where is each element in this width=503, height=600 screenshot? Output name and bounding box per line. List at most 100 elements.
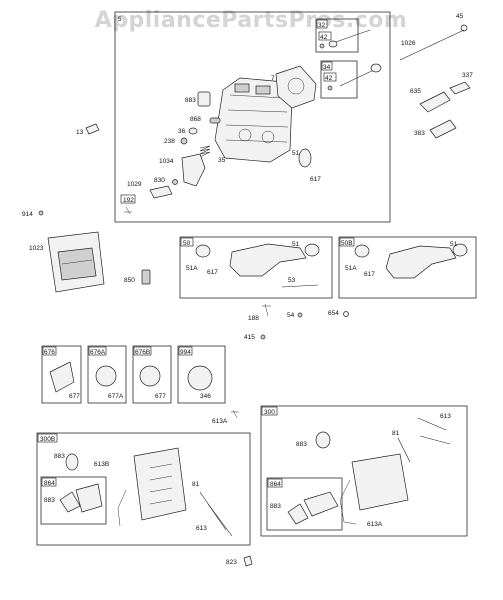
muffler-guard-676-icon <box>49 361 75 393</box>
label-34[interactable]: 34 <box>323 64 331 71</box>
label-53[interactable]: 53 <box>288 277 296 284</box>
label-676[interactable]: 676 <box>44 349 55 356</box>
intake-gasket-icon <box>298 148 312 168</box>
label-32[interactable]: 32 <box>318 22 326 29</box>
muffler-300-icon <box>351 453 409 511</box>
label-868[interactable]: 868 <box>190 116 201 123</box>
exhaust-flange-left-icon <box>75 483 103 513</box>
label-850[interactable]: 850 <box>124 277 135 284</box>
screw-613A-icon <box>231 409 239 419</box>
box-864-left <box>40 476 107 525</box>
sealant-tube-icon <box>141 269 151 285</box>
label-994[interactable]: 994 <box>180 349 191 356</box>
label-883-box300B[interactable]: 883 <box>54 453 65 460</box>
label-51-right[interactable]: 51 <box>450 241 458 248</box>
label-36[interactable]: 36 <box>178 128 186 135</box>
muffler-300B-icon <box>133 447 187 521</box>
label-192[interactable]: 192 <box>123 197 134 204</box>
label-677-a[interactable]: 677 <box>69 393 80 400</box>
cylinder-head-box <box>114 11 391 223</box>
stud-icon <box>281 284 319 288</box>
label-617-mid[interactable]: 617 <box>207 269 218 276</box>
label-383[interactable]: 383 <box>414 130 425 137</box>
label-81-right[interactable]: 81 <box>392 430 400 437</box>
gasket-864-right-icon <box>287 503 309 525</box>
label-864-right[interactable]: 864 <box>270 481 281 488</box>
label-346[interactable]: 346 <box>200 393 211 400</box>
box-676 <box>41 345 82 404</box>
muffler-box-300B <box>36 432 251 546</box>
label-50[interactable]: 50 <box>183 240 191 247</box>
label-617-right[interactable]: 617 <box>364 271 375 278</box>
spark-plug-boot-icon <box>419 91 451 113</box>
label-5[interactable]: 5 <box>118 16 122 23</box>
muffler-guard-676A-icon <box>95 365 117 387</box>
label-914[interactable]: 914 <box>22 211 33 218</box>
muffler-bolt-icon <box>417 417 447 431</box>
intake-manifold-icon <box>229 243 307 277</box>
screw-823-icon <box>243 555 253 567</box>
label-1034[interactable]: 1034 <box>159 158 174 165</box>
valve-cover-icon <box>47 231 105 293</box>
label-300B[interactable]: 300B <box>40 436 55 443</box>
label-337[interactable]: 337 <box>462 72 473 79</box>
label-883-right-inner[interactable]: 883 <box>270 503 281 510</box>
screw-188-icon <box>262 303 271 317</box>
ignition-coil-icon <box>429 119 457 139</box>
label-35[interactable]: 35 <box>218 157 226 164</box>
label-238[interactable]: 238 <box>164 138 175 145</box>
label-617-top[interactable]: 617 <box>310 176 321 183</box>
label-613-left[interactable]: 613 <box>196 525 207 532</box>
label-188[interactable]: 188 <box>248 315 259 322</box>
exhaust-gasket-300-icon <box>315 431 331 449</box>
label-676A[interactable]: 676A <box>90 349 106 356</box>
breather-tube-icon <box>149 185 173 199</box>
label-613A-right[interactable]: 613A <box>367 521 383 528</box>
label-51A-right[interactable]: 51A <box>345 265 357 272</box>
label-830[interactable]: 830 <box>154 177 165 184</box>
label-300[interactable]: 300 <box>264 409 275 416</box>
label-654[interactable]: 654 <box>328 310 339 317</box>
label-823[interactable]: 823 <box>226 559 237 566</box>
label-677A[interactable]: 677A <box>108 393 124 400</box>
label-883-box300[interactable]: 883 <box>296 441 307 448</box>
intake-manifold-box-50 <box>179 236 333 299</box>
label-54[interactable]: 54 <box>287 312 295 319</box>
label-1029[interactable]: 1029 <box>127 181 142 188</box>
label-50B[interactable]: 50B <box>341 240 353 247</box>
label-864-left[interactable]: 864 <box>44 480 55 487</box>
label-415[interactable]: 415 <box>244 334 255 341</box>
label-1026[interactable]: 1026 <box>401 40 416 47</box>
label-883-top[interactable]: 883 <box>185 97 196 104</box>
valve-stem-icon <box>329 29 371 45</box>
label-51A-left[interactable]: 51A <box>186 265 198 272</box>
gasket-864-left-icon <box>59 491 81 513</box>
label-42-top[interactable]: 42 <box>320 34 328 41</box>
label-677-b[interactable]: 677 <box>155 393 166 400</box>
label-676B[interactable]: 676B <box>135 349 150 356</box>
label-613-right[interactable]: 613 <box>440 413 451 420</box>
bolt-icon <box>85 123 100 135</box>
pushrod-icon <box>399 29 465 61</box>
label-42-bottom[interactable]: 42 <box>325 75 333 82</box>
label-51-top[interactable]: 51 <box>292 150 300 157</box>
label-45[interactable]: 45 <box>456 13 464 20</box>
label-613B[interactable]: 613B <box>94 461 109 468</box>
label-13[interactable]: 13 <box>76 129 84 136</box>
intake-manifold-b-icon <box>385 245 457 279</box>
intake-manifold-box-50B <box>338 236 477 299</box>
label-81-left[interactable]: 81 <box>192 481 200 488</box>
label-7[interactable]: 7 <box>271 75 275 82</box>
muffler-box-300 <box>260 405 468 537</box>
exhaust-flange-right-icon <box>303 491 339 517</box>
label-1023[interactable]: 1023 <box>29 245 44 252</box>
box-676A <box>87 345 127 404</box>
label-635[interactable]: 635 <box>410 88 421 95</box>
label-613A-left[interactable]: 613A <box>212 418 228 425</box>
label-51-mid[interactable]: 51 <box>292 241 300 248</box>
muffler-guard-676B-icon <box>139 365 161 387</box>
exhaust-gasket-icon <box>197 91 211 107</box>
label-883-left-inner[interactable]: 883 <box>44 497 55 504</box>
screw-icon <box>124 206 132 215</box>
